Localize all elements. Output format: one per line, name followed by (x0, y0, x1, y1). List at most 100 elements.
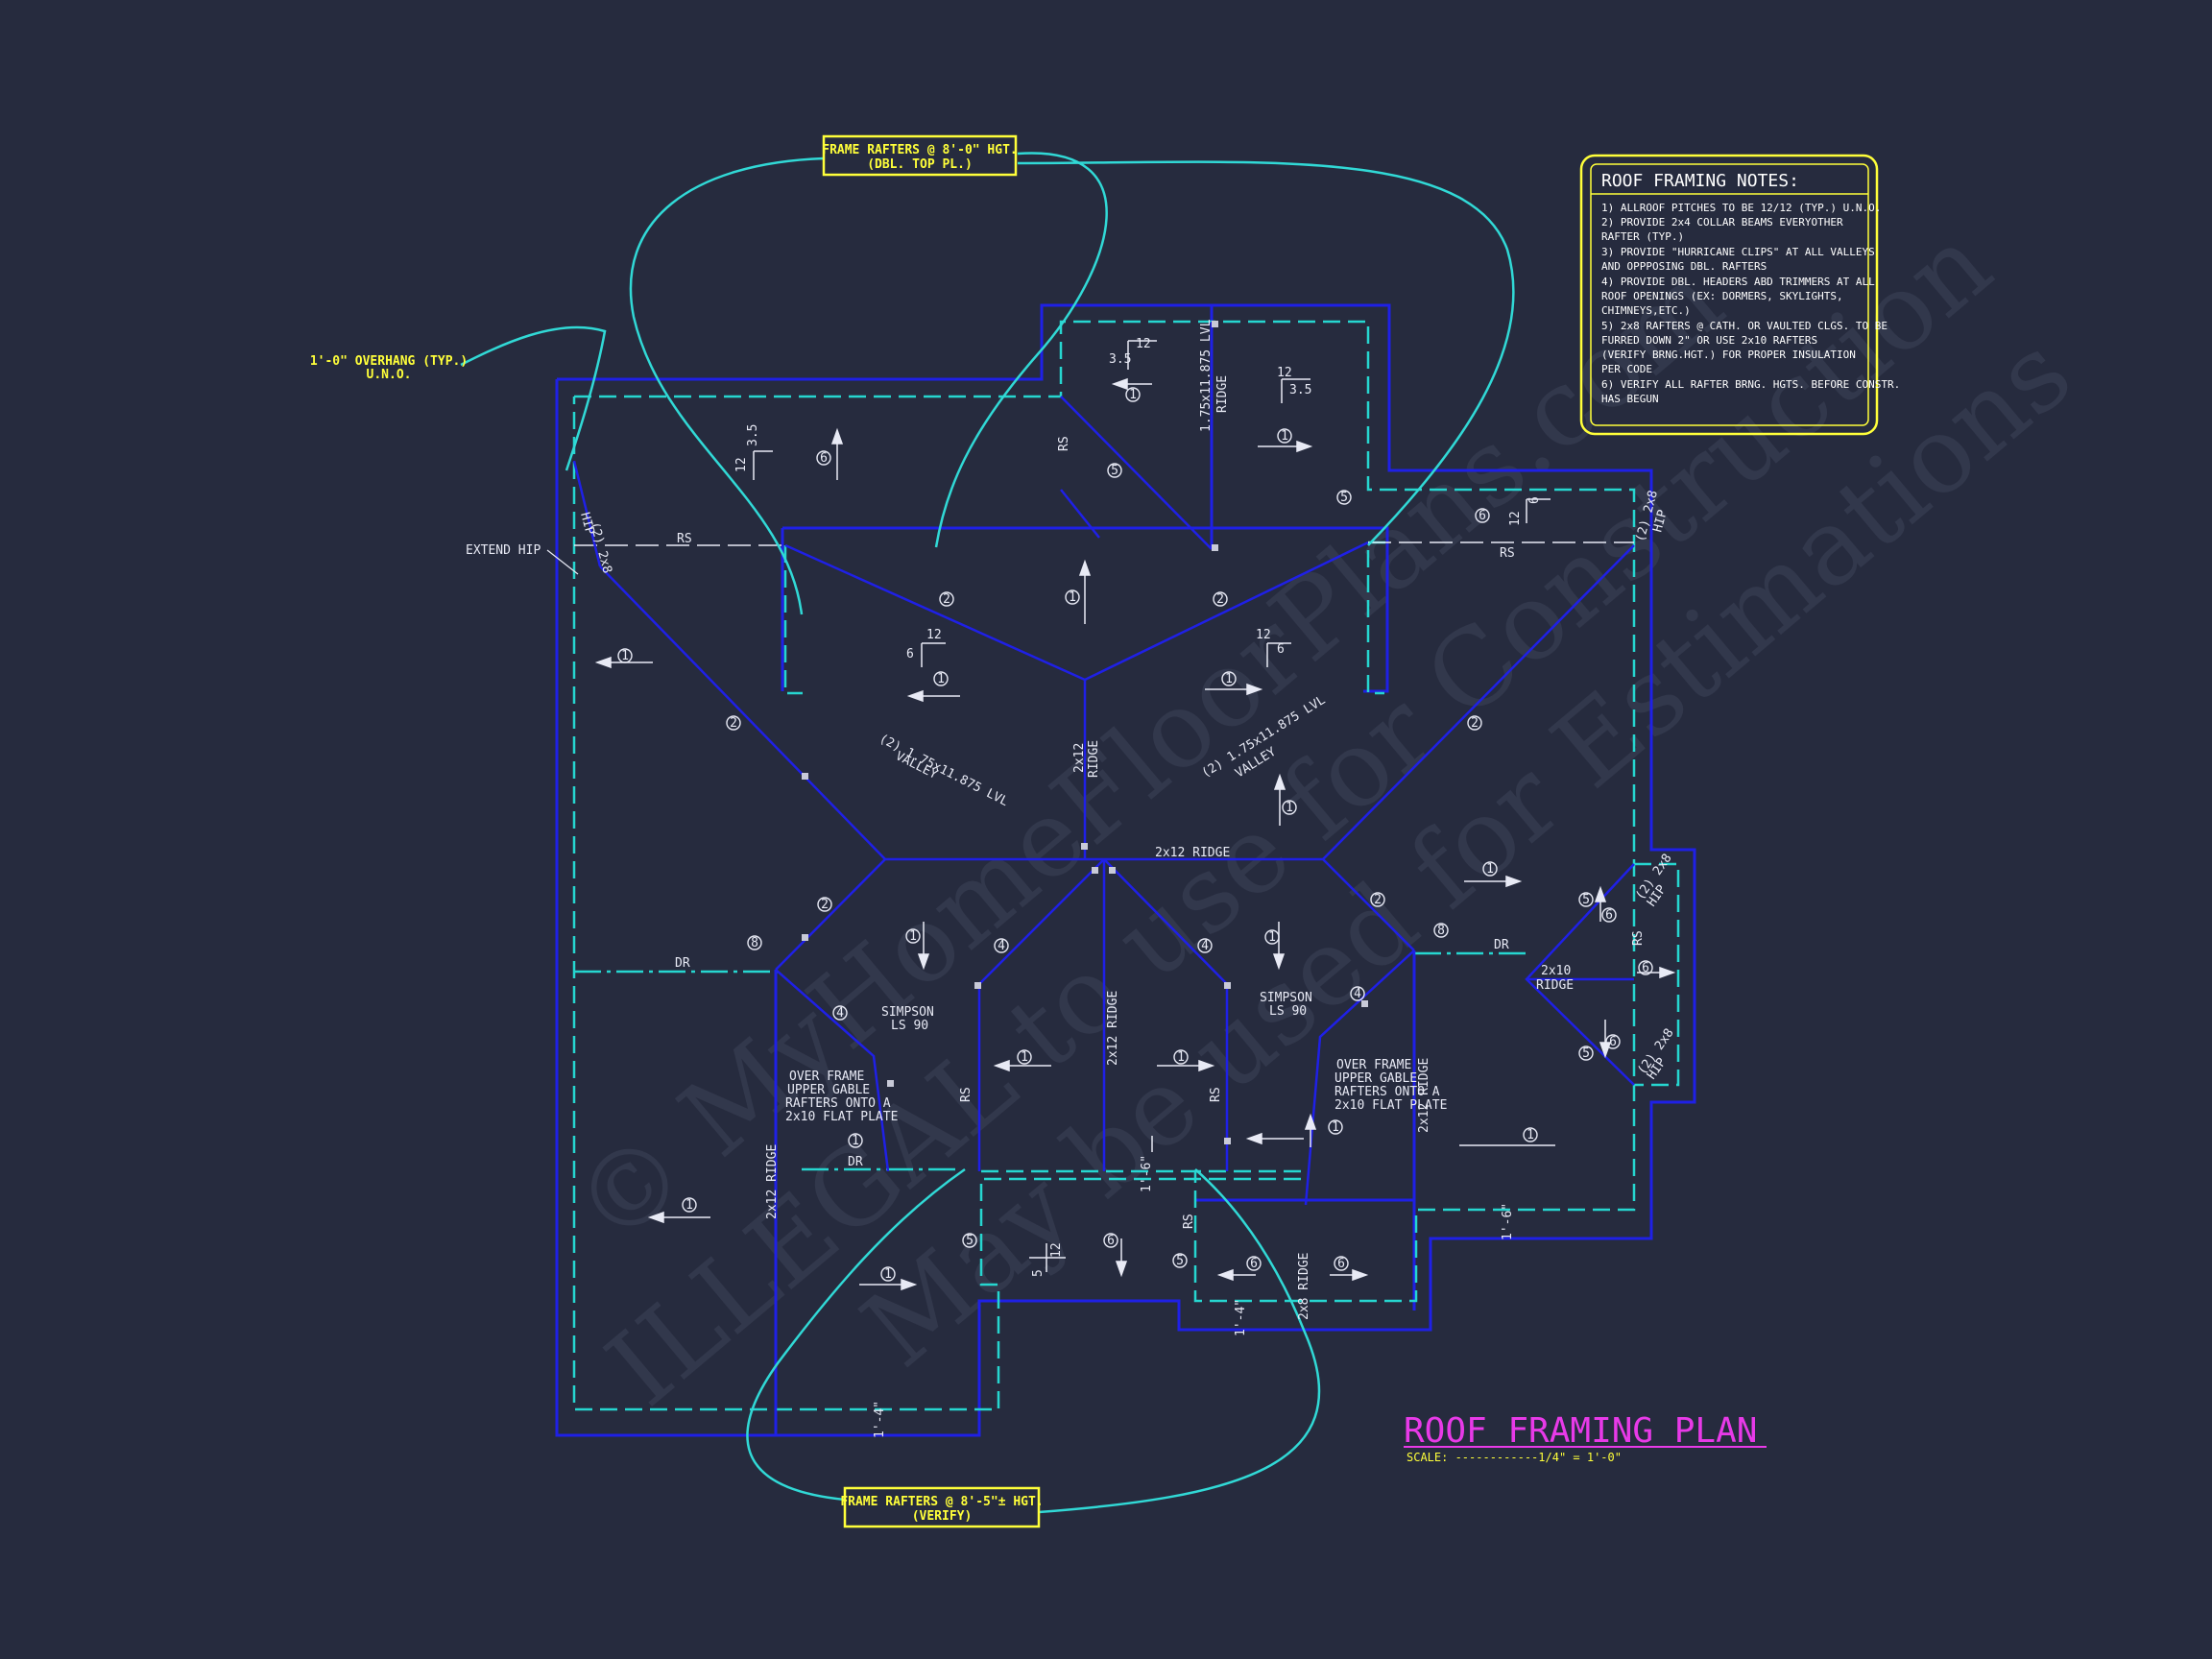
callout-bottom-line2: (VERIFY) (912, 1509, 973, 1524)
pitch-labels: 12 3.5 3.5 12 12 3.5 6 12 12 6 12 6 5 12 (734, 337, 1542, 1277)
dim-bottom-left: 1'-4" (873, 1401, 887, 1438)
svg-text:1: 1 (937, 672, 945, 686)
pitch-symbols (753, 340, 1551, 1272)
svg-text:4: 4 (836, 1006, 844, 1021)
dim-garage: 1'-4" (1234, 1299, 1248, 1336)
svg-text:1: 1 (1069, 590, 1076, 605)
arrow-16 (1245, 1132, 1304, 1145)
notes-line-10: FURRED DOWN 2" OR USE 2x10 RAFTERS (1601, 334, 1817, 347)
svg-text:2: 2 (1374, 893, 1382, 907)
notes-line-1: 1) ALLROOF PITCHES TO BE 12/12 (TYP.) U.… (1601, 202, 1881, 214)
svg-text:1: 1 (884, 1267, 892, 1282)
marker-1-c: 1 (1277, 428, 1292, 444)
arrow-2 (1078, 559, 1092, 624)
dr-label-lower: DR (848, 1155, 863, 1169)
main-hip-left (599, 565, 886, 860)
marker-8-a: 8 (747, 935, 762, 950)
svg-text:1: 1 (1281, 429, 1288, 444)
notes-line-12: PER CODE (1601, 363, 1652, 375)
pitch-7-a: 5 (1031, 1269, 1046, 1277)
notes-line-11: (VERIFY BRNG.HGT.) FOR PROPER INSULATION (1601, 349, 1856, 361)
lvl-valley-left (784, 543, 1086, 682)
svg-text:8: 8 (1437, 924, 1445, 938)
svg-text:6: 6 (1107, 1234, 1115, 1248)
marker-4-d: 4 (1350, 986, 1365, 1001)
over-frame-right-3: RAFTERS ONTO A (1334, 1085, 1440, 1099)
marker-1-h: 1 (1482, 861, 1498, 877)
callout-overhang: 1'-0" OVERHANG (TYP.) U.N.O. (310, 354, 468, 382)
marker-6-d: 6 (1638, 960, 1653, 975)
arrow-24 (1304, 1113, 1317, 1147)
leader-top-mid (934, 152, 1108, 548)
notes-line-13: 6) VERIFY ALL RAFTER BRNG. HGTS. BEFORE … (1601, 378, 1900, 391)
svg-text:1: 1 (1286, 801, 1293, 815)
svg-text:1: 1 (1486, 862, 1494, 877)
svg-text:1: 1 (1021, 1050, 1028, 1065)
pitch-6-a: 12 (1508, 511, 1523, 526)
over-frame-right-2: UPPER GABLE (1334, 1071, 1417, 1086)
marker-6-b: 6 (1475, 508, 1490, 523)
svg-text:2: 2 (730, 716, 737, 731)
marker-2-b: 2 (1213, 591, 1228, 607)
svg-text:1: 1 (685, 1198, 693, 1213)
svg-text:2: 2 (1216, 592, 1224, 607)
rs-label-right: RS (1500, 546, 1515, 561)
pitch-3-a: 12 (1277, 366, 1292, 380)
marker-5-e: 5 (962, 1233, 977, 1248)
pitch-7-b: 12 (1049, 1242, 1064, 1258)
marker-8-b: 8 (1433, 923, 1449, 938)
callout-bottom: FRAME RAFTERS @ 8'-5"± HGT. (VERIFY) (840, 1486, 1044, 1528)
notes-line-9: 5) 2x8 RAFTERS @ CATH. OR VAULTED CLGS. … (1601, 320, 1887, 332)
wing-ridge-label-a: 2x10 (1541, 964, 1571, 978)
right-wing-overhang (1634, 862, 1680, 1087)
svg-text:6: 6 (1337, 1257, 1345, 1271)
svg-text:1: 1 (1225, 672, 1233, 686)
leader-top-left (629, 156, 825, 615)
marker-1-o: 1 (848, 1133, 863, 1148)
rs-label-lower-right: RS (1209, 1087, 1223, 1102)
over-frame-left-3: RAFTERS ONTO A (785, 1096, 891, 1111)
rs-label-wing: RS (1631, 930, 1646, 946)
notes-line-14: HAS BEGUN (1601, 393, 1659, 405)
lvl-valley-left-a: (2) 1.75x11.875 LVL (877, 732, 1010, 809)
marker-2-f: 2 (1370, 892, 1385, 907)
arrow-6 (906, 689, 960, 703)
lower-ridge-label: 2x12 RIDGE (1106, 991, 1120, 1066)
marker-1-p: 1 (682, 1197, 697, 1213)
arrow-3 (1111, 377, 1152, 391)
svg-text:1: 1 (909, 929, 917, 944)
marker-1-k: 1 (1017, 1049, 1032, 1065)
marker-2-d: 2 (1467, 715, 1482, 731)
leader-bottom-left (746, 1167, 966, 1502)
over-frame-right-4: 2x10 FLAT PLATE (1334, 1098, 1447, 1113)
upper-wing-outline (782, 526, 1389, 693)
notes-line-6: 4) PROVIDE DBL. HEADERS ABD TRIMMERS AT … (1601, 276, 1875, 288)
callout-top: FRAME RAFTERS @ 8'-0" HGT. (DBL. TOP PL.… (822, 134, 1018, 177)
marker-1-a: 1 (617, 648, 633, 663)
pitch-1-b: 3.5 (746, 424, 760, 446)
pitch-symbol-3 (1281, 378, 1310, 403)
arrow-4 (1258, 440, 1313, 453)
arrow-9 (1464, 875, 1523, 888)
arrow-13 (1157, 1059, 1215, 1072)
lower-hip-left (775, 858, 886, 971)
marker-5-d: 5 (1578, 1046, 1594, 1061)
leader-overhang (460, 325, 607, 471)
svg-text:4: 4 (1354, 987, 1361, 1001)
pitch-4-a: 6 (906, 647, 914, 661)
notes-line-3: RAFTER (TYP.) (1601, 230, 1684, 243)
marker-1-m: 1 (1328, 1119, 1343, 1135)
marker-1-g: 1 (1282, 800, 1297, 815)
simpson-right-b: LS 90 (1269, 1004, 1307, 1019)
svg-text:5: 5 (1582, 893, 1590, 907)
arrow-15 (859, 1278, 918, 1291)
roof-framing-notes: ROOF FRAMING NOTES: 1) ALLROOF PITCHES T… (1579, 154, 1900, 436)
svg-text:5: 5 (1176, 1254, 1184, 1268)
posts (802, 321, 1368, 1144)
svg-text:1: 1 (1129, 388, 1137, 402)
inner-overhang-1 (783, 545, 803, 695)
svg-text:1: 1 (1527, 1128, 1534, 1142)
pitch-1-a: 12 (734, 457, 749, 472)
overhang-outline (572, 320, 1636, 1411)
